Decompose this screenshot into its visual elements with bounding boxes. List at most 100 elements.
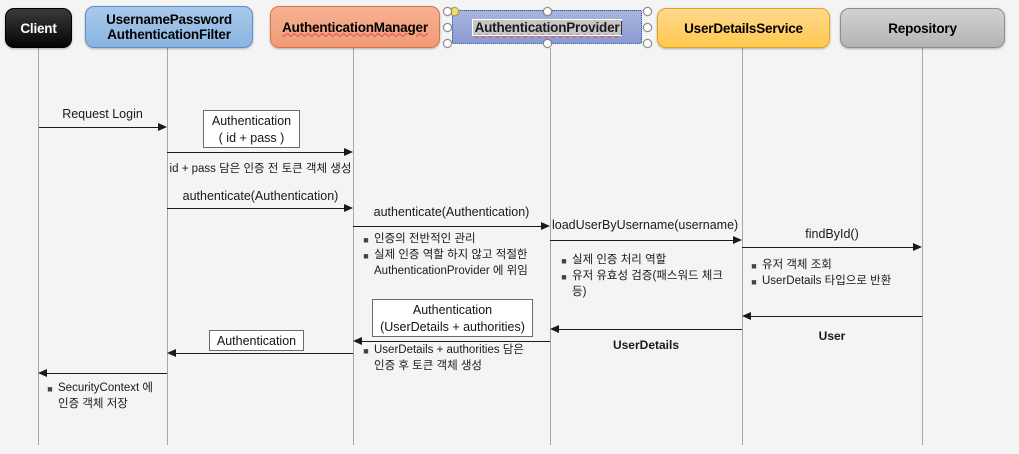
text-caret <box>621 20 623 35</box>
message-line-authenticate-filter-manager <box>167 208 344 209</box>
note-post-token-creation: ■ UserDetails + authorities 담은 인증 후 토큰 객… <box>358 343 553 374</box>
resize-handle-top-center[interactable] <box>543 7 552 16</box>
message-label-find-by-id: findById() <box>805 227 859 241</box>
bullet-glyph: ■ <box>561 256 567 266</box>
lifeline-filter <box>167 48 168 445</box>
message-line-return-user <box>751 316 922 317</box>
bullet-glyph: ■ <box>363 346 369 356</box>
note-authentication-return: Authentication <box>209 330 304 351</box>
participant-repository-label: Repository <box>888 20 957 36</box>
note-service-role: ■ 유저 객체 조회 ■ UserDetails 타입으로 반환 <box>746 258 926 290</box>
bullet-glyph: ■ <box>47 384 53 394</box>
message-line-token-creation <box>167 152 344 153</box>
note-manager-role-item-text: 인증의 전반적인 관리 <box>374 233 476 245</box>
bullet-glyph: ■ <box>363 235 369 245</box>
lifeline-repository <box>922 48 923 445</box>
resize-handle-middle-left[interactable] <box>443 23 452 32</box>
resize-handle-top-right[interactable] <box>643 7 652 16</box>
arrowhead-load-user-by-username <box>733 236 742 244</box>
resize-handle-bottom-center[interactable] <box>543 39 552 48</box>
note-authentication-return-line1: Authentication <box>216 334 297 348</box>
participant-filter-label-line1: UsernamePassword <box>106 12 232 27</box>
resize-handle-bottom-left[interactable] <box>443 39 452 48</box>
resize-handle-bottom-right[interactable] <box>643 39 652 48</box>
lifeline-manager <box>353 48 354 445</box>
note-post-token-creation-item-text: 인증 후 토큰 객체 생성 <box>374 360 482 372</box>
note-provider-role: ■ 실제 인증 처리 역할 ■ 유저 유효성 검증(패스워드 체크 등) <box>556 253 742 300</box>
message-line-return-userdetails <box>559 329 742 330</box>
note-service-role-item: ■ UserDetails 타입으로 반환 <box>746 274 926 290</box>
participant-provider-label-text: AuthenticationProvider <box>474 19 620 35</box>
note-security-context-item-text: 인증 객체 저장 <box>58 398 128 410</box>
participant-repository[interactable]: Repository <box>840 8 1005 48</box>
message-line-authenticate-manager-provider <box>353 226 541 227</box>
message-line-load-user-by-username <box>550 240 733 241</box>
bullet-glyph: ■ <box>751 261 757 271</box>
note-manager-role-item: ■ 인증의 전반적인 관리 <box>358 232 548 248</box>
participant-usernamepassword-authentication-filter[interactable]: UsernamePassword AuthenticationFilter <box>85 6 253 48</box>
note-provider-role-item-text: 등) <box>572 286 587 298</box>
note-manager-role-item-text: AuthenticationProvider 에 위임 <box>374 265 528 277</box>
participant-client[interactable]: Client <box>5 8 72 48</box>
note-authentication-id-pass: Authentication ( id + pass ) <box>203 110 300 148</box>
bullet-glyph: ■ <box>751 277 757 287</box>
bullet-glyph: ■ <box>561 272 567 282</box>
participant-userdetails-service[interactable]: UserDetailsService <box>657 8 830 48</box>
arrowhead-return-user <box>742 312 751 320</box>
participant-filter-label-line2: AuthenticationFilter <box>107 27 231 42</box>
lifeline-provider <box>550 48 551 445</box>
note-service-role-item-text: 유저 객체 조회 <box>762 259 832 271</box>
message-label-token-creation: id + pass 담은 인증 전 토큰 객체 생성 <box>169 163 352 175</box>
arrowhead-find-by-id <box>913 243 922 251</box>
message-line-return-authentication-manager-filter <box>176 353 353 354</box>
arrowhead-return-userdetails <box>550 325 559 333</box>
note-security-context-item-text: SecurityContext 에 <box>58 382 153 394</box>
note-manager-role-item-text: 실제 인증 역할 하지 않고 적절한 <box>374 249 528 261</box>
message-label-authenticate-filter-manager: authenticate(Authentication) <box>182 189 339 203</box>
message-line-return-to-client <box>47 373 167 374</box>
message-line-request-login <box>39 127 158 128</box>
note-service-role-item-text: UserDetails 타입으로 반환 <box>762 275 892 287</box>
arrowhead-authenticate-manager-provider <box>541 222 550 230</box>
participant-manager-label: AuthenticationManager <box>282 19 428 35</box>
message-label-load-user-by-username: loadUserByUsername(username) <box>552 218 739 232</box>
participant-service-label: UserDetailsService <box>684 20 803 36</box>
resize-handle-middle-right[interactable] <box>643 23 652 32</box>
note-security-context: ■ SecurityContext 에 인증 객체 저장 <box>42 381 182 412</box>
note-authentication-id-pass-line2: ( id + pass ) <box>218 131 285 145</box>
note-provider-role-item: ■ 유저 유효성 검증(패스워드 체크 <box>556 269 742 285</box>
participant-filter-label: UsernamePassword AuthenticationFilter <box>106 12 232 42</box>
note-provider-role-item: ■ 실제 인증 처리 역할 <box>556 253 742 269</box>
note-manager-role: ■ 인증의 전반적인 관리 ■ 실제 인증 역할 하지 않고 적절한 Authe… <box>358 232 548 279</box>
note-authentication-id-pass-line1: Authentication <box>211 114 292 128</box>
lifeline-service <box>742 48 743 445</box>
note-post-token-creation-item: ■ UserDetails + authorities 담은 <box>358 343 553 359</box>
message-label-return-userdetails: UserDetails <box>612 338 680 352</box>
note-authentication-userdetails-line2: (UserDetails + authorities) <box>380 320 525 334</box>
arrowhead-return-authentication-manager-filter <box>167 349 176 357</box>
bullet-glyph: ■ <box>363 251 369 261</box>
participant-client-label: Client <box>20 20 57 36</box>
message-label-authenticate-manager-provider: authenticate(Authentication) <box>373 205 530 219</box>
note-provider-role-item-text: 유저 유효성 검증(패스워드 체크 <box>572 270 723 282</box>
note-post-token-creation-item-text: UserDetails + authorities 담은 <box>374 344 524 356</box>
arrowhead-authenticate-filter-manager <box>344 204 353 212</box>
note-security-context-item: ■ SecurityContext 에 <box>42 381 182 397</box>
note-authentication-userdetails: Authentication (UserDetails + authoritie… <box>372 299 533 337</box>
message-line-find-by-id <box>742 247 913 248</box>
message-label-return-user: User <box>818 329 846 343</box>
note-provider-role-item-text: 실제 인증 처리 역할 <box>572 254 667 266</box>
arrowhead-return-authentication-provider-manager <box>353 337 362 345</box>
resize-handle-top-left[interactable] <box>443 7 452 16</box>
message-label-request-login: Request Login <box>62 107 143 121</box>
participant-provider-label: AuthenticationProvider <box>471 18 623 36</box>
message-line-return-authentication-provider-manager <box>362 341 550 342</box>
lifeline-client <box>38 48 39 445</box>
note-service-role-item: ■ 유저 객체 조회 <box>746 258 926 274</box>
arrowhead-return-to-client <box>38 369 47 377</box>
note-authentication-userdetails-line1: Authentication <box>412 303 493 317</box>
participant-authentication-manager[interactable]: AuthenticationManager <box>270 6 440 48</box>
arrowhead-token-creation <box>344 148 353 156</box>
arrowhead-request-login <box>158 123 167 131</box>
